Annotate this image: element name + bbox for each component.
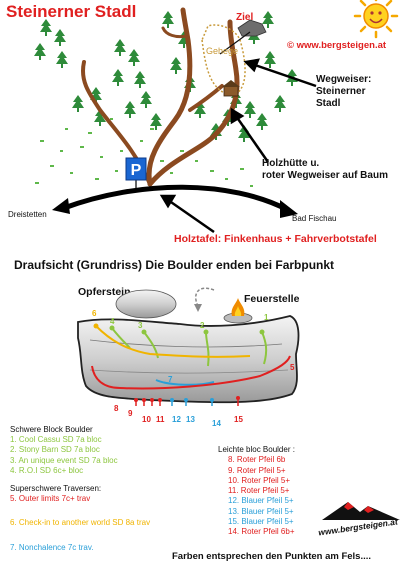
campfire-icon (223, 298, 253, 324)
main-boulder (77, 315, 300, 404)
bergsteigen-logo: www.bergsteigen.at (318, 498, 404, 540)
route-number-9: 9 (128, 409, 133, 418)
parking-label: P (131, 162, 142, 179)
legend-right: Leichte bloc Boulder : 8. Roter Pfeil 6b… (218, 445, 295, 538)
route-number-13: 13 (186, 415, 195, 424)
legend-item-13: 13. Blauer Pfeil 5+ (228, 506, 294, 516)
ziel-label: Ziel (236, 12, 254, 23)
dreistetten-label: Dreistetten (8, 210, 47, 219)
route-lines (91, 325, 291, 390)
boulder-topo: 1 2 3 4 6 5 7 8 9 10 11 12 13 14 15 (77, 287, 300, 428)
topo-heading: Draufsicht (Grundriss) Die Boulder enden… (14, 258, 335, 272)
wegweiser-line-1: Wegweiser: (316, 74, 372, 85)
route-number-7: 7 (168, 375, 173, 384)
route-number-1: 1 (264, 313, 269, 322)
route-number-10: 10 (142, 415, 151, 424)
route-number-6: 6 (92, 309, 97, 318)
approach-map: P (34, 0, 399, 234)
route-number-3: 3 (138, 321, 143, 330)
traversen-heading: Superschwere Traversen: (10, 484, 102, 494)
route-number-5: 5 (290, 363, 295, 372)
schwere-heading: Schwere Block Boulder (10, 425, 93, 434)
gehege-label: Gehege (206, 46, 239, 56)
route-number-12: 12 (172, 415, 181, 424)
route-number-4: 4 (110, 317, 115, 326)
opferstein-rock-icon (115, 289, 177, 319)
legend-item-4: 4. R.O.I SD 6c+ bloc (10, 465, 84, 475)
legend-item-1: 1. Cool Cassu SD 7a bloc (10, 435, 102, 445)
gehege-fence (201, 24, 246, 97)
holzhuette-line-2: roter Wegweiser auf Baum (262, 170, 388, 181)
bad-fischau-label: Bad Fischau (292, 214, 337, 223)
feuerstelle-label: Feuerstelle (244, 293, 300, 305)
holzhuette-label: Holzhütte u. roter Wegweiser auf Baum (262, 158, 388, 182)
legend-left: Schwere Block Boulder 1. Cool Cassu SD 7… (10, 425, 150, 553)
leichte-heading: Leichte bloc Boulder : (218, 445, 295, 454)
legend-item-9: 9. Roter Pfeil 5+ (228, 465, 286, 475)
legend-item-12: 12. Blauer Pfeil 5+ (228, 496, 294, 506)
legend-item-5: 5. Outer limits 7c+ trav (10, 494, 91, 504)
wegweiser-line-3: Stadl (316, 98, 341, 109)
legend-item-11: 11. Roter Pfeil 5+ (228, 486, 290, 496)
route-number-14: 14 (212, 419, 221, 428)
forest-paths (81, 7, 240, 187)
legend-item-15: 15. Blauer Pfeil 5+ (228, 517, 294, 527)
route-number-8: 8 (114, 404, 119, 413)
legend-item-8: 8. Roter Pfeil 6b (228, 455, 286, 465)
ziel-arrow (219, 31, 251, 55)
legend-item-14: 14. Roter Pfeil 6b+ (228, 527, 295, 537)
legend-item-7: 7. Nonchalence 7c trav. (10, 542, 94, 552)
route-pegs (135, 398, 239, 406)
opferstein-label: Opferstein (78, 286, 131, 298)
entry-dashed-arrow (194, 287, 215, 307)
grass-area (35, 118, 253, 187)
pointer-arrows (159, 58, 317, 234)
legend-item-3: 3. An unique event SD 7a bloc (10, 455, 118, 465)
main-road (52, 184, 298, 218)
route-number-15: 15 (234, 415, 243, 424)
parking-sign: P (125, 157, 147, 190)
legend-item-6: 6. Check-in to another world SD 8a trav (10, 518, 151, 528)
footer-note: Farben entsprechen den Punkten am Fels..… (172, 551, 372, 562)
route-markers: 1 2 3 4 6 5 7 8 9 10 11 12 13 14 15 (92, 309, 295, 428)
route-number-11: 11 (156, 415, 165, 424)
mountain-logo-icon (322, 502, 400, 520)
route-number-2: 2 (200, 321, 205, 330)
holzhuette-line-1: Holzhütte u. (262, 158, 320, 169)
ziel-rock-icon (237, 19, 267, 37)
wooden-hut-icon (222, 80, 240, 97)
wegweiser-label: Wegweiser: Steinerner Stadl (316, 74, 371, 110)
map-title: Steinerner Stadl (6, 2, 137, 21)
holztafel-label: Holztafel: Finkenhaus + Fahrverbotstafel (174, 233, 377, 245)
wegweiser-line-2: Steinerner (316, 86, 366, 97)
legend-item-10: 10. Roter Pfeil 5+ (228, 475, 291, 485)
sun-face-icon (353, 0, 399, 39)
copyright-link[interactable]: © www.bergsteigen.at (287, 40, 387, 51)
legend-item-2: 2. Stony Barn SD 7a bloc (10, 445, 100, 455)
